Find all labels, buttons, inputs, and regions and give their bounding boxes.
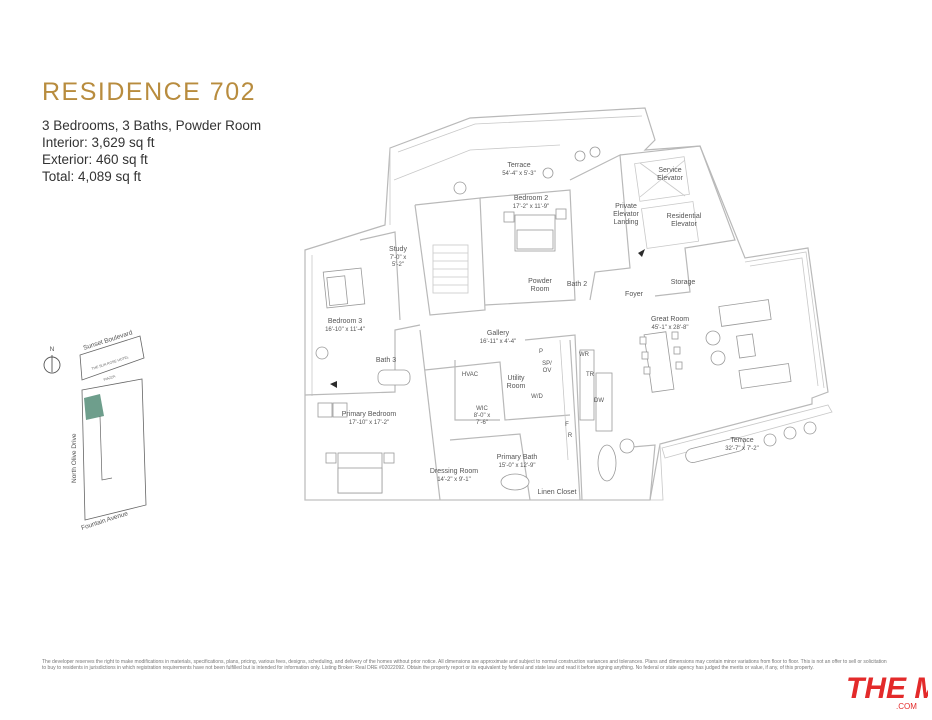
residential-elevator-l2: Elevator — [671, 221, 697, 228]
trash-label: TR — [586, 372, 595, 378]
mls-logo-text: THE MLS — [846, 672, 928, 705]
wic-name: WIC — [476, 406, 488, 412]
hvac-label: HVAC — [462, 372, 479, 378]
dressing-room-name: Dressing Room — [430, 468, 478, 475]
bath2-name: Bath 2 — [567, 281, 587, 288]
bedroom3-name: Bedroom 3 — [328, 318, 362, 325]
foyer-name: Foyer — [625, 291, 644, 298]
great-room-dims: 45'-1" x 28'-8" — [652, 325, 689, 331]
powder-room-name2: Room — [531, 286, 550, 293]
sp-ov-label-2: OV — [543, 368, 552, 374]
hotel-label: THE SUN ROSE HOTEL — [91, 355, 129, 371]
private-elevator-l3: Landing — [614, 219, 639, 226]
study-dims1: 7'-0" x — [390, 255, 407, 261]
building-outline — [304, 107, 833, 501]
fountain-avenue-label: Fountain Avenue — [80, 510, 129, 532]
primary-bedroom-dims: 17'-10" x 17'-2" — [349, 420, 389, 426]
terrace-right-dims: 32'-7" x 7'-2" — [725, 446, 759, 452]
dressing-room-dims: 14'-2" x 9'-1" — [437, 477, 471, 483]
bedroom2-dims: 17'-2" x 11'-9" — [513, 204, 549, 210]
legal-disclaimer: The developer reserves the right to make… — [42, 659, 887, 672]
residence-highlight — [84, 394, 104, 420]
residential-elevator-l1: Residential — [667, 213, 702, 220]
utility-room-l2: Room — [507, 383, 526, 390]
study-dims2: 5'-2" — [392, 262, 404, 268]
north-label: N — [50, 346, 55, 353]
private-elevator-l2: Elevator — [613, 211, 639, 218]
exterior-area: Exterior: 460 sq ft — [42, 152, 148, 167]
wic-dims1: 8'-0" x — [474, 413, 491, 419]
fridge-label: F — [565, 422, 569, 428]
hotel-block — [79, 335, 145, 381]
bedroom2-name: Bedroom 2 — [514, 195, 548, 202]
interior-walls — [304, 145, 736, 501]
service-elevator-l2: Elevator — [657, 175, 683, 182]
service-elevator-l1: Service — [658, 167, 681, 174]
terrace-top-name: Terrace — [507, 162, 530, 169]
residence-title: RESIDENCE 702 — [42, 78, 257, 106]
exit-arrow — [330, 381, 337, 388]
primary-bath-dims: 15'-0" x 12'-9" — [499, 463, 536, 469]
room-labels: Terrace 54'-4" x 5'-3" Bedroom 2 17'-2" … — [325, 162, 759, 496]
gallery-name: Gallery — [487, 330, 510, 337]
total-area: Total: 4,089 sq ft — [42, 169, 142, 184]
north-olive-drive-label: North Olive Drive — [71, 433, 78, 483]
utility-room-l1: Utility — [507, 375, 525, 382]
primary-bath-name: Primary Bath — [497, 454, 538, 461]
site-block — [81, 378, 147, 521]
bedroom3-dims: 16'-10" x 11'-4" — [325, 327, 365, 333]
interior-area: Interior: 3,629 sq ft — [42, 135, 155, 150]
terrace-right-name: Terrace — [730, 437, 753, 444]
bath3-name: Bath 3 — [376, 357, 396, 364]
furniture — [315, 146, 817, 494]
bedrooms-summary: 3 Bedrooms, 3 Baths, Powder Room — [42, 118, 262, 133]
refrigerator-label: R — [568, 433, 573, 439]
entry-arrow — [638, 249, 645, 257]
wine-refrigerator-label: WR — [579, 352, 590, 358]
mls-logo-sub: .COM — [896, 702, 917, 711]
terrace-top-dims: 54'-4" x 5'-3" — [502, 171, 536, 177]
private-elevator-l1: Private — [615, 203, 637, 210]
sp-ov-label-1: SP/ — [542, 361, 552, 367]
pantry-label: P — [539, 349, 543, 355]
wd-label: W/D — [531, 394, 543, 400]
linen-closet-name: Linen Closet — [538, 489, 577, 496]
piazza-label: PIAZZA — [103, 374, 117, 382]
great-room-name: Great Room — [651, 316, 689, 323]
residence-summary: 3 Bedrooms, 3 Baths, Powder Room Interio… — [42, 117, 261, 185]
storage-name: Storage — [671, 279, 696, 286]
wic-dims2: 7'-6" — [476, 420, 488, 426]
mls-logo: THE MLS .COM — [846, 672, 928, 711]
study-name: Study — [389, 246, 407, 253]
powder-room-name1: Powder — [528, 278, 552, 285]
dishwasher-label: DW — [594, 398, 604, 404]
primary-bedroom-name: Primary Bedroom — [342, 411, 397, 418]
gallery-dims: 16'-11" x 4'-4" — [480, 339, 516, 345]
